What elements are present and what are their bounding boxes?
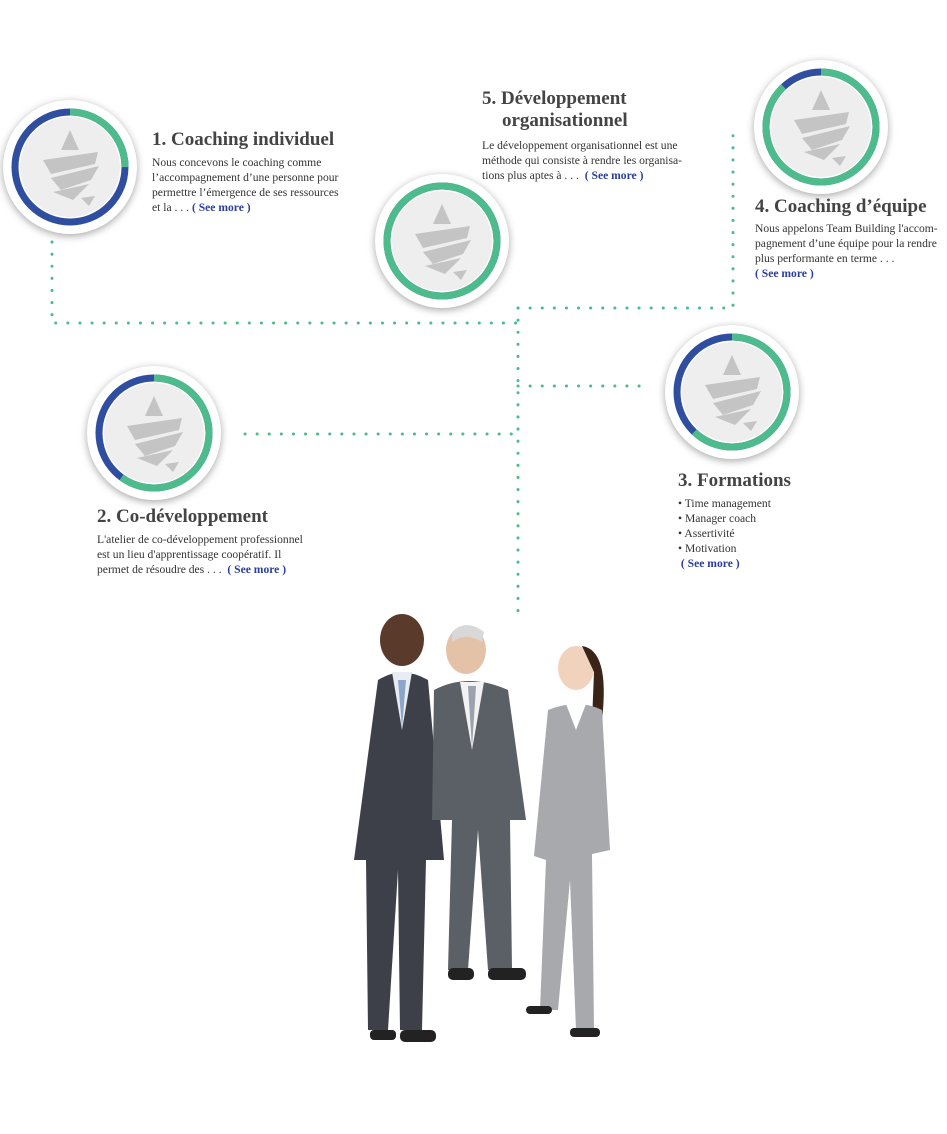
coaching-equipe-badge[interactable] xyxy=(754,60,888,194)
person-grey-suit xyxy=(432,625,526,980)
progress-fill xyxy=(762,68,880,186)
developpement-organisationnel-badge[interactable] xyxy=(375,174,509,308)
logo-icon xyxy=(43,130,99,206)
logo-icon xyxy=(705,355,761,431)
developpement-organisationnel-description: Le développement organisationnel est une… xyxy=(482,139,683,182)
co-developpement-badge[interactable] xyxy=(87,366,221,500)
person-dark-suit xyxy=(354,614,444,1042)
formations-title[interactable]: 3. Formations xyxy=(678,470,791,491)
progress-fill xyxy=(673,333,791,451)
see-more-link[interactable]: ( See more ) xyxy=(584,169,644,182)
see-more-link[interactable]: ( See more ) xyxy=(680,557,740,570)
coaching-individuel-title[interactable]: 1. Coaching individuel xyxy=(152,129,335,150)
progress-ring xyxy=(383,182,501,300)
list-item: • Time management xyxy=(678,497,771,510)
person-light-suit xyxy=(526,646,610,1037)
formations-list: • Time management • Manager coach • Asse… xyxy=(678,496,771,571)
progress-ring xyxy=(673,333,791,451)
coaching-equipe-description: Nous appelons Team Building l'accom- pag… xyxy=(755,222,938,280)
see-more-link[interactable]: ( See more ) xyxy=(755,267,814,280)
business-people-image xyxy=(354,614,610,1042)
see-more-link[interactable]: ( See more ) xyxy=(227,563,287,576)
see-more-link[interactable]: ( See more ) xyxy=(191,201,251,214)
progress-fill xyxy=(95,374,213,492)
co-developpement-title[interactable]: 2. Co-développement xyxy=(97,506,268,527)
coaching-individuel-description: Nous concevons le coaching comme l’accom… xyxy=(152,156,339,214)
progress-ring xyxy=(11,108,129,226)
logo-icon xyxy=(794,90,850,166)
progress-ring xyxy=(762,68,880,186)
progress-fill xyxy=(11,108,129,226)
logo-icon xyxy=(127,396,183,472)
formations-badge[interactable] xyxy=(665,325,799,459)
progress-fill xyxy=(383,182,501,300)
progress-ring xyxy=(95,374,213,492)
developpement-organisationnel-title[interactable]: 5. Développement organisationnel xyxy=(482,88,628,131)
logo-icon xyxy=(415,204,471,280)
coaching-individuel-badge[interactable] xyxy=(3,100,137,234)
list-item: • Motivation xyxy=(678,542,737,555)
coaching-equipe-title[interactable]: 4. Coaching d’équipe xyxy=(755,196,927,217)
co-developpement-description: L'atelier de co-développement profession… xyxy=(97,533,303,576)
list-item: • Assertivité xyxy=(678,527,735,540)
list-item: • Manager coach xyxy=(678,512,757,525)
